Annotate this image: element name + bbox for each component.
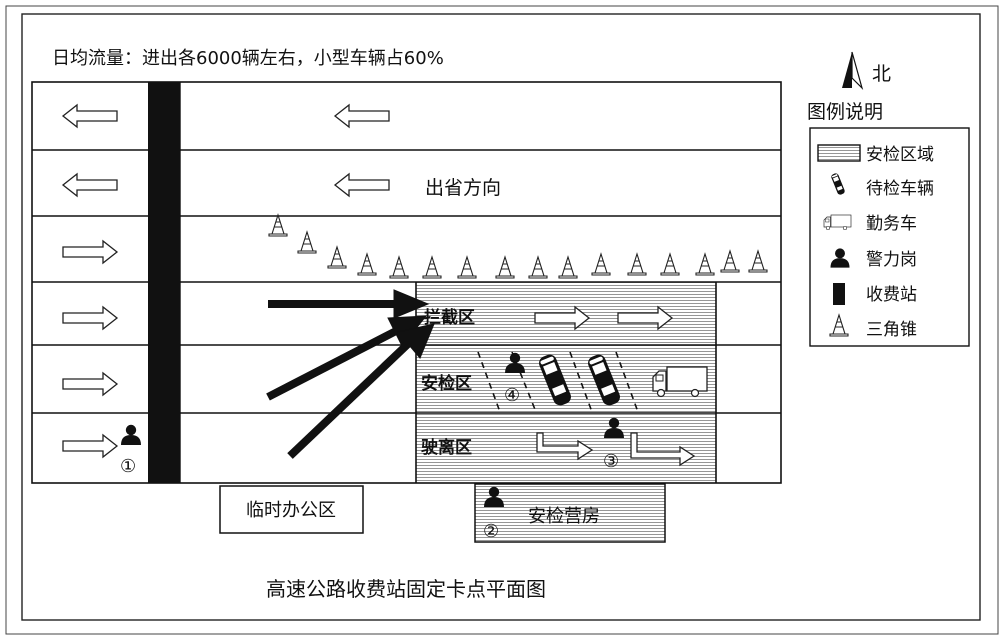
zone-label-inspection: 安检区 — [421, 373, 472, 394]
legend-label: 安检区域 — [866, 145, 934, 165]
post-number: ① — [120, 456, 136, 477]
police-post-2: ② — [483, 486, 504, 542]
post-number: ④ — [504, 385, 520, 406]
post-number: ③ — [603, 451, 619, 472]
compass-label: 北 — [872, 63, 891, 85]
legend-label: 警力岗 — [866, 250, 917, 270]
north-arrow-icon — [842, 51, 864, 91]
temp-office-label: 临时办公区 — [246, 500, 336, 521]
zone-label-intercept: 拦截区 — [424, 307, 475, 328]
inspection-area-swatch — [817, 144, 861, 162]
legend-label: 待检车辆 — [866, 179, 934, 199]
diagram-inner-border — [21, 13, 981, 621]
police-post-1: ① — [120, 424, 141, 477]
toll-station — [148, 82, 180, 483]
temp-office-box — [219, 485, 364, 534]
toll-station-icon — [833, 283, 845, 305]
zone-label-exit: 驶离区 — [421, 437, 472, 458]
traffic-note: 日均流量：进出各6000辆左右，小型车辆占60% — [52, 48, 444, 69]
exit-flow-arrows — [536, 432, 696, 467]
legend-title: 图例说明 — [807, 101, 883, 123]
diversion-arrows — [266, 289, 435, 459]
barracks-area — [474, 483, 666, 543]
direction-label: 出省方向 — [425, 177, 501, 199]
legend-label: 三角锥 — [866, 320, 917, 340]
barracks-label: 安检营房 — [528, 506, 600, 527]
police-post-4: ④ — [504, 352, 525, 406]
diagram-caption: 高速公路收费站固定卡点平面图 — [266, 577, 546, 601]
legend-box — [809, 127, 970, 347]
legend-label: 勤务车 — [866, 214, 917, 234]
post-number: ② — [483, 521, 499, 542]
police-post-3: ③ — [603, 417, 624, 472]
legend-label: 收费站 — [866, 285, 917, 305]
